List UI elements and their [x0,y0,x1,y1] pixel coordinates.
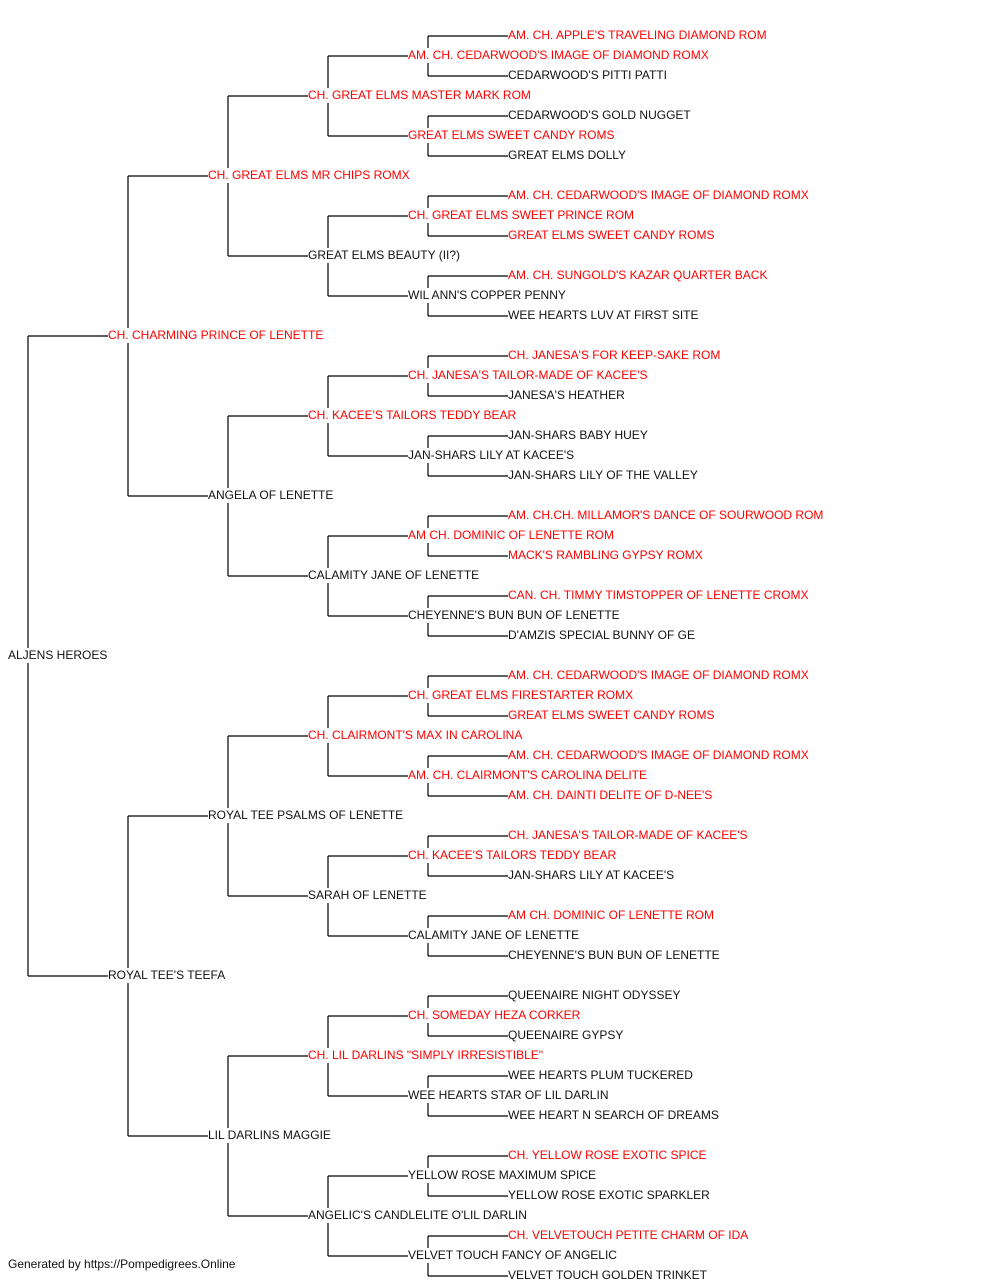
pedigree-sire-gen5-61: CH. VELVETOUCH PETITE CHARM OF IDA [508,1228,749,1242]
pedigree-sire-gen5-20: CH. JANESA'S FOR KEEP-SAKE ROM [508,348,721,362]
pedigree-dam-gen5-31: D'AMZIS SPECIAL BUNNY OF GE [508,628,695,642]
pedigree-subject-gen0-0: ALJENS HEROES [8,648,108,662]
pedigree-sire-gen5-39: AM. CH. CEDARWOOD'S IMAGE OF DIAMOND ROM… [508,748,809,762]
pedigree-sire-gen4-19: CH. JANESA'S TAILOR-MADE OF KACEE'S [408,368,648,382]
pedigree-dam-gen5-44: JAN-SHARS LILY AT KACEE'S [508,868,675,882]
pedigree-dam-gen4-45: CALAMITY JANE OF LENETTE [408,928,580,942]
pedigree-dam-gen5-52: QUEENAIRE GYPSY [508,1028,624,1042]
pedigree-sire-gen5-54: WEE HEARTS PLUM TUCKERED [508,1068,693,1082]
pedigree-sire-gen5-27: AM. CH.CH. MILLAMOR'S DANCE OF SOURWOOD … [508,508,824,522]
pedigree-sire-gen5-23: JAN-SHARS BABY HUEY [508,428,648,442]
generated-by-footer: Generated by https://Pompedigrees.Online [8,1257,236,1271]
pedigree-dam-gen4-29: CHEYENNE'S BUN BUN OF LENETTE [408,608,620,622]
pedigree-dam-gen1-32: ROYAL TEE'S TEEFA [108,968,226,982]
pedigree-dam-gen5-59: YELLOW ROSE EXOTIC SPARKLER [508,1188,710,1202]
pedigree-sire-gen1-1: CH. CHARMING PRINCE OF LENETTE [108,328,324,342]
pedigree-dam-gen5-6: CEDARWOOD'S PITTI PATTI [508,68,667,82]
pedigree-sire-gen5-5: AM. CH. APPLE'S TRAVELING DIAMOND ROM [508,28,767,42]
pedigree-sire-gen5-43: CH. JANESA'S TAILOR-MADE OF KACEE'S [508,828,748,842]
pedigree-sire-gen5-51: QUEENAIRE NIGHT ODYSSEY [508,988,681,1002]
pedigree-sire-gen4-42: CH. KACEE'S TAILORS TEDDY BEAR [408,848,617,862]
pedigree-dam-gen5-21: JANESA'S HEATHER [508,388,625,402]
pedigree-dam-gen2-48: LIL DARLINS MAGGIE [208,1128,331,1142]
pedigree-sire-gen5-8: CEDARWOOD'S GOLD NUGGET [508,108,691,122]
pedigree-dam-gen4-22: JAN-SHARS LILY AT KACEE'S [408,448,575,462]
pedigree-dam-gen3-41: SARAH OF LENETTE [308,888,427,902]
pedigree-sire-gen4-11: CH. GREAT ELMS SWEET PRINCE ROM [408,208,635,222]
pedigree-sire-gen5-36: AM. CH. CEDARWOOD'S IMAGE OF DIAMOND ROM… [508,668,809,682]
pedigree-dam-gen5-24: JAN-SHARS LILY OF THE VALLEY [508,468,698,482]
pedigree-dam-gen5-28: MACK'S RAMBLING GYPSY ROMX [508,548,703,562]
pedigree-sire-gen2-33: ROYAL TEE PSALMS OF LENETTE [208,808,404,822]
pedigree-dam-gen5-16: WEE HEARTS LUV AT FIRST SITE [508,308,699,322]
pedigree-sire-gen5-15: AM. CH. SUNGOLD'S KAZAR QUARTER BACK [508,268,768,282]
pedigree-dam-gen3-10: GREAT ELMS BEAUTY (II?) [308,248,461,262]
pedigree-sire-gen4-57: YELLOW ROSE MAXIMUM SPICE [408,1168,597,1182]
pedigree-sire-gen3-18: CH. KACEE'S TAILORS TEDDY BEAR [308,408,517,422]
pedigree-sire-gen4-4: AM. CH. CEDARWOOD'S IMAGE OF DIAMOND ROM… [408,48,709,62]
pedigree-sire-gen4-35: CH. GREAT ELMS FIRESTARTER ROMX [408,688,634,702]
pedigree-sire-gen4-26: AM CH. DOMINIC OF LENETTE ROM [408,528,615,542]
pedigree-sire-gen5-46: AM CH. DOMINIC OF LENETTE ROM [508,908,715,922]
pedigree-dam-gen3-25: CALAMITY JANE OF LENETTE [308,568,480,582]
pedigree-sire-gen5-12: AM. CH. CEDARWOOD'S IMAGE OF DIAMOND ROM… [508,188,809,202]
pedigree-sire-gen3-3: CH. GREAT ELMS MASTER MARK ROM [308,88,531,102]
pedigree-sire-gen4-50: CH. SOMEDAY HEZA CORKER [408,1008,581,1022]
pedigree-dam-gen5-37: GREAT ELMS SWEET CANDY ROMS [508,708,715,722]
pedigree-sire-gen3-49: CH. LIL DARLINS "SIMPLY IRRESISTIBLE" [308,1048,544,1062]
pedigree-dam-gen5-62: VELVET TOUCH GOLDEN TRINKET [508,1268,707,1282]
pedigree-dam-gen4-60: VELVET TOUCH FANCY OF ANGELIC [408,1248,617,1262]
pedigree-dam-gen4-7: GREAT ELMS SWEET CANDY ROMS [408,128,615,142]
pedigree-dam-gen5-9: GREAT ELMS DOLLY [508,148,627,162]
pedigree-dam-gen5-47: CHEYENNE'S BUN BUN OF LENETTE [508,948,720,962]
pedigree-dam-gen4-38: AM. CH. CLAIRMONT'S CAROLINA DELITE [408,768,647,782]
pedigree-sire-gen5-58: CH. YELLOW ROSE EXOTIC SPICE [508,1148,707,1162]
pedigree-sire-gen2-2: CH. GREAT ELMS MR CHIPS ROMX [208,168,410,182]
pedigree-dam-gen4-14: WIL ANN'S COPPER PENNY [408,288,566,302]
pedigree-dam-gen5-13: GREAT ELMS SWEET CANDY ROMS [508,228,715,242]
pedigree-dam-gen5-55: WEE HEART N SEARCH OF DREAMS [508,1108,719,1122]
pedigree-dam-gen5-40: AM. CH. DAINTI DELITE OF D-NEE'S [508,788,713,802]
pedigree-dam-gen4-53: WEE HEARTS STAR OF LIL DARLIN [408,1088,609,1102]
pedigree-dam-gen2-17: ANGELA OF LENETTE [208,488,334,502]
pedigree-sire-gen5-30: CAN. CH. TIMMY TIMSTOPPER OF LENETTE CRO… [508,588,809,602]
pedigree-dam-gen3-56: ANGELIC'S CANDLELITE O'LIL DARLIN [308,1208,527,1222]
pedigree-sire-gen3-34: CH. CLAIRMONT'S MAX IN CAROLINA [308,728,523,742]
